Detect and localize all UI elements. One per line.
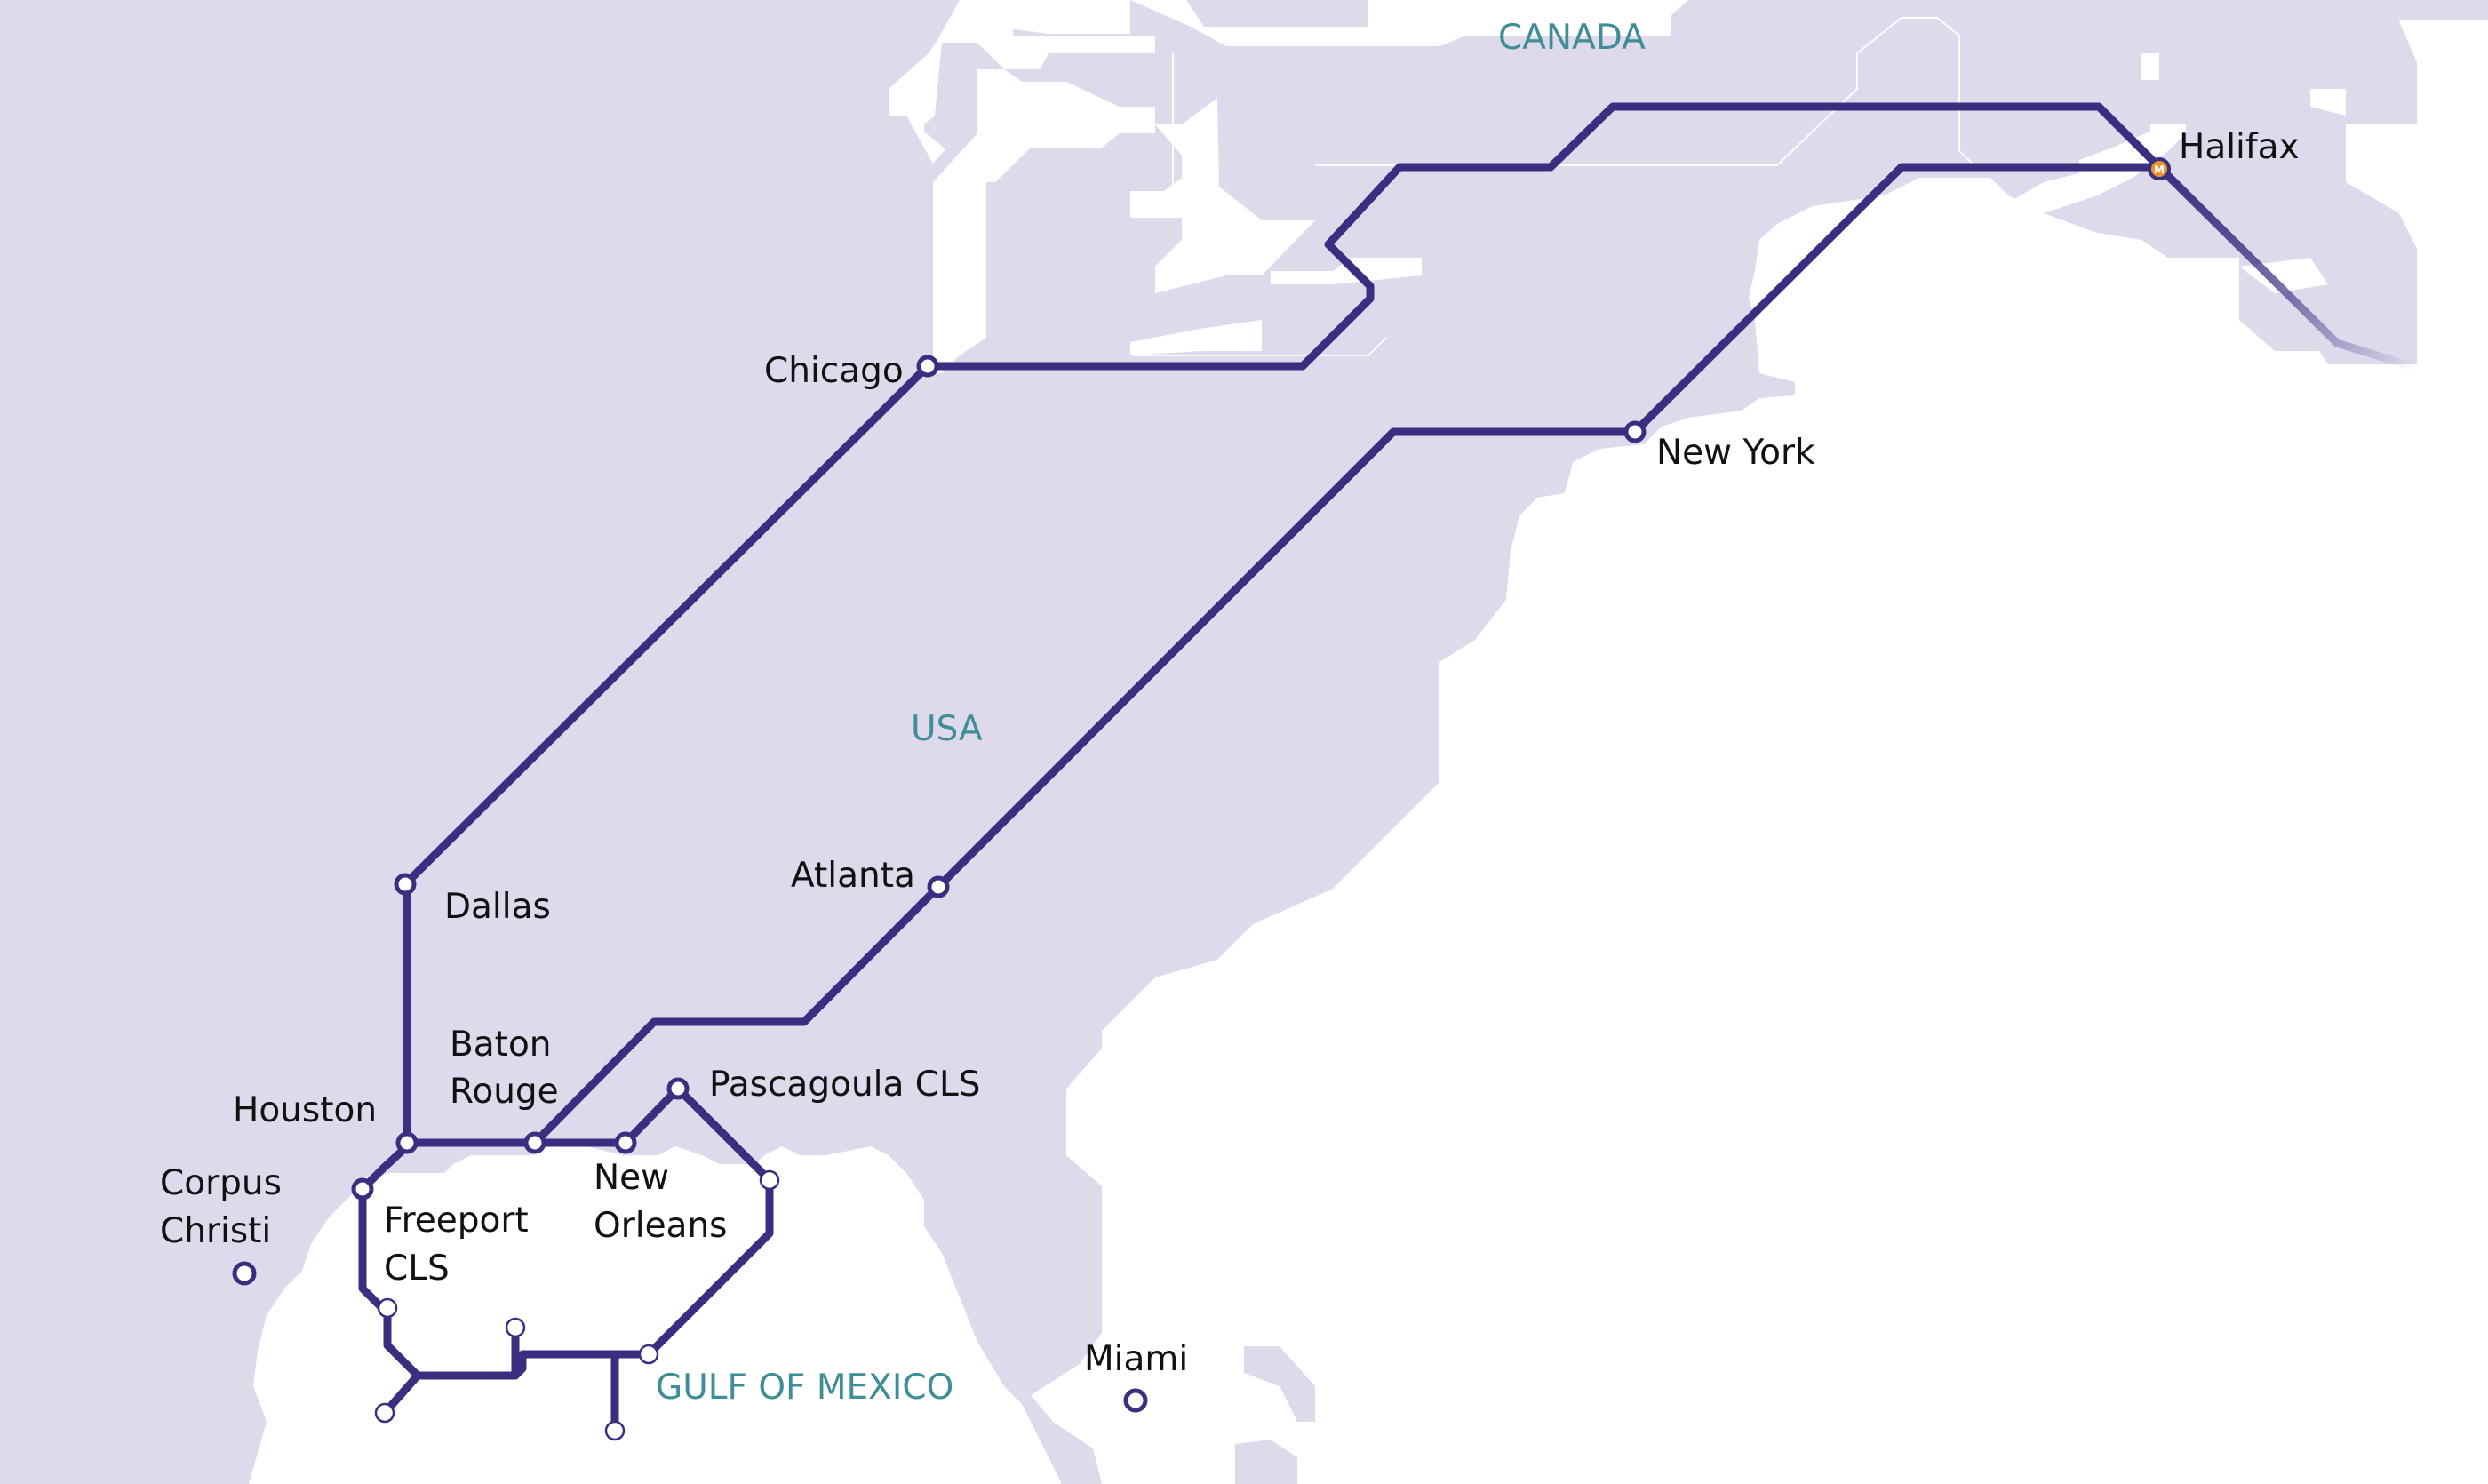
station-corpus-christi[interactable]: [232, 1261, 257, 1286]
offshore-node-3[interactable]: [505, 1317, 526, 1338]
region-label-canada: CANADA: [1498, 18, 1646, 58]
city-label-halifax: Halifax: [2179, 127, 2300, 167]
offshore-node-5[interactable]: [374, 1402, 395, 1424]
city-label-baton-rouge-line1: Baton: [450, 1025, 552, 1065]
halifax-hub[interactable]: M: [2148, 157, 2171, 180]
route-gulf-atlanta-newyork-halifax: [530, 163, 2167, 1147]
labrador-inlet: [2310, 89, 2346, 116]
route-lines: [358, 102, 2167, 1435]
offshore-node-2[interactable]: [377, 1297, 398, 1319]
station-chicago[interactable]: [916, 355, 939, 378]
offshore-node-6[interactable]: [604, 1420, 626, 1441]
canada-usa-border-lakes: [1133, 337, 1387, 356]
water-layer: [889, 0, 2346, 373]
newfoundland-channel: [2141, 53, 2159, 80]
station-dallas[interactable]: [394, 873, 417, 896]
city-label-new-orleans-line1: New: [594, 1158, 669, 1198]
route-dallas-chicago-halifax: [401, 102, 2167, 889]
land-patch-caribbean: [1244, 1346, 1315, 1422]
canada-usa-border-east: [1315, 17, 1979, 170]
lake-michigan: [933, 69, 1155, 373]
lake-ontario: [1271, 258, 1422, 284]
city-label-miami: Miami: [1084, 1339, 1188, 1379]
station-freeport[interactable]: [351, 1177, 374, 1201]
offshore-node-4[interactable]: [638, 1344, 659, 1365]
st-lawrence-gulf: [1987, 124, 2186, 231]
hub-marker-letter: M: [2154, 164, 2165, 176]
station-new-york[interactable]: [1623, 420, 1647, 443]
bay-of-fundy: [1955, 251, 1990, 271]
city-label-new-york: New York: [1656, 433, 1815, 473]
border-lines: [1133, 17, 1979, 356]
city-label-dallas: Dallas: [444, 887, 551, 927]
city-label-freeport-line2: CLS: [384, 1249, 450, 1289]
station-atlanta[interactable]: [927, 875, 950, 898]
city-labels: Halifax Chicago New York Dallas Atlanta …: [160, 127, 2300, 1379]
lake-huron: [1130, 98, 1315, 293]
city-label-corpus-christi-line1: Corpus: [160, 1163, 282, 1203]
station-miami[interactable]: [1123, 1388, 1148, 1413]
station-houston[interactable]: [395, 1131, 419, 1154]
city-label-atlanta: Atlanta: [791, 856, 915, 896]
offshore-node-1[interactable]: [759, 1169, 780, 1191]
city-label-houston: Houston: [233, 1090, 377, 1130]
city-label-baton-rouge-line2: Rouge: [450, 1072, 559, 1112]
city-label-corpus-christi-line2: Christi: [160, 1211, 271, 1251]
city-label-chicago: Chicago: [764, 351, 904, 391]
lake-erie: [1130, 320, 1262, 355]
export-lines: [2159, 166, 2426, 372]
city-label-freeport-line1: Freeport: [384, 1201, 529, 1241]
export-line-southeast: [2159, 167, 2419, 372]
region-labels: CANADA USA GULF OF MEXICO: [656, 18, 1646, 1408]
city-label-pascagoula: Pascagoula CLS: [709, 1065, 981, 1105]
region-label-gulf: GULF OF MEXICO: [656, 1368, 953, 1408]
hudson-bay-edge: [1130, 0, 1688, 46]
region-label-usa: USA: [911, 709, 983, 749]
anchor-hub-icon: [2148, 157, 2171, 180]
station-new-orleans[interactable]: [614, 1131, 637, 1154]
station-baton-rouge[interactable]: [523, 1131, 546, 1154]
station-pascagoula[interactable]: [666, 1077, 690, 1100]
city-label-new-orleans-line2: Orleans: [594, 1206, 728, 1246]
land-patch-bahamas: [1235, 1440, 1297, 1484]
stations: [232, 355, 1647, 1441]
lake-superior: [889, 0, 1155, 164]
